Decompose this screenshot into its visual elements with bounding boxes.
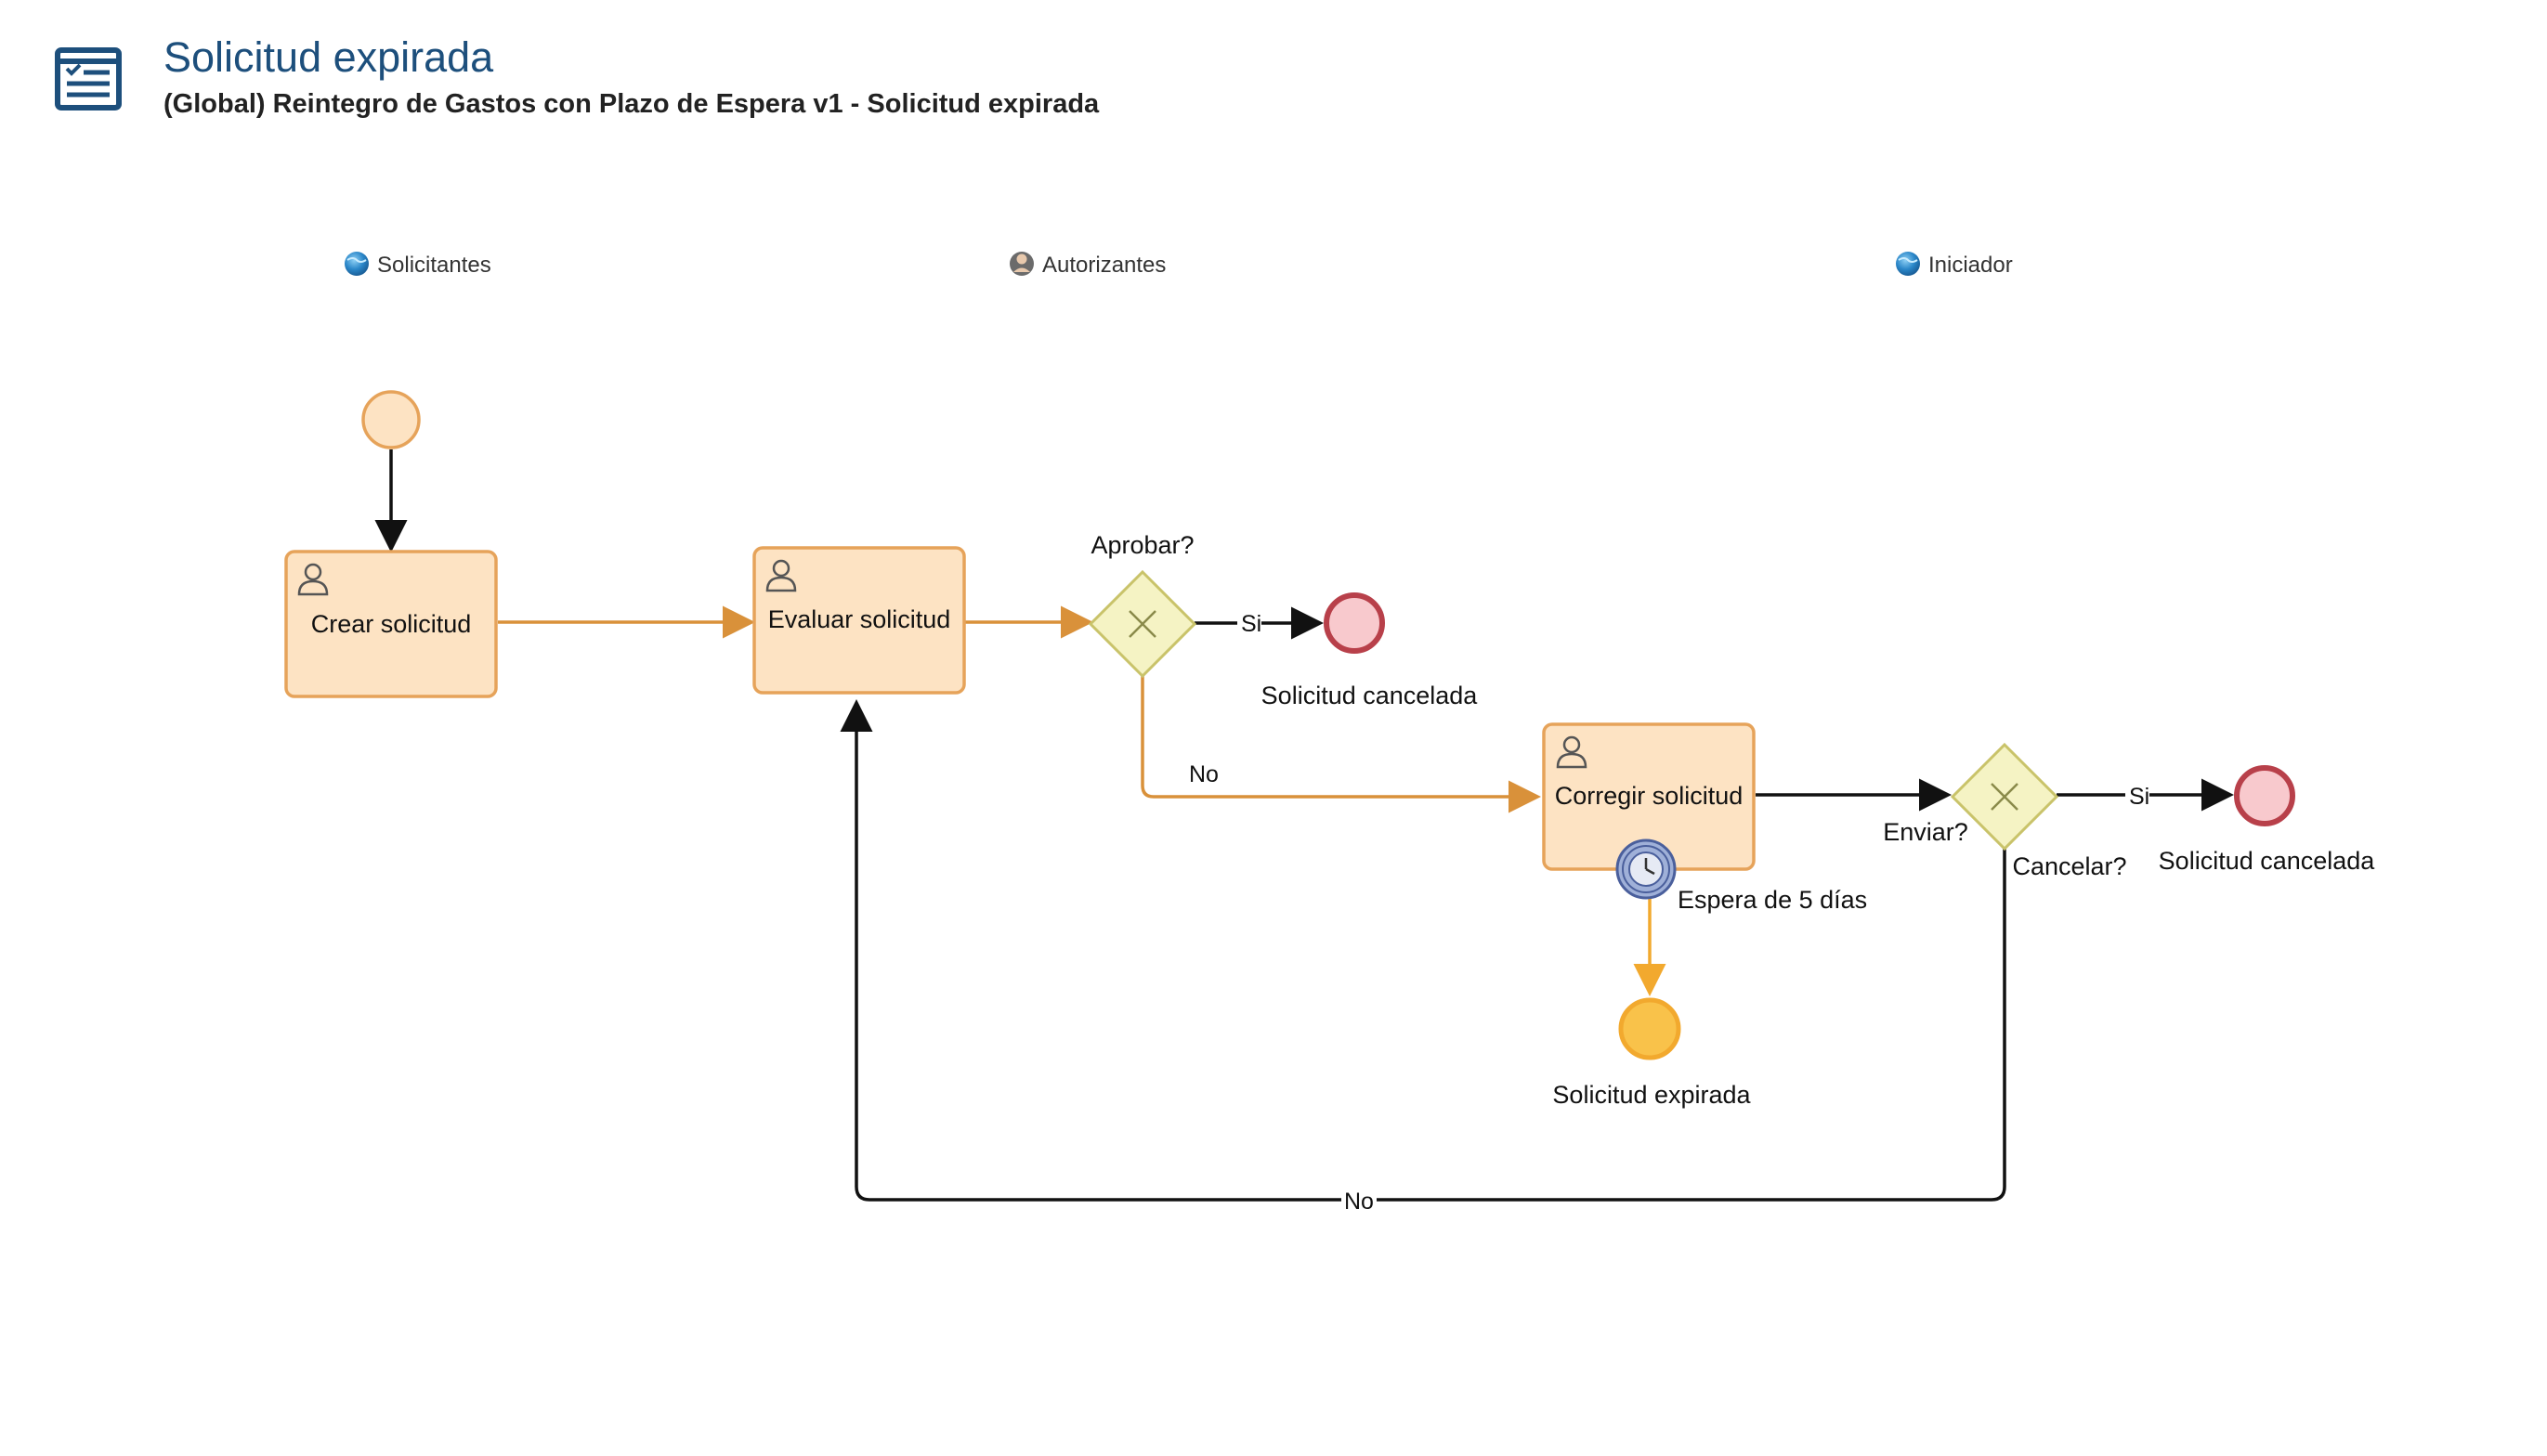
page-subtitle: (Global) Reintegro de Gastos con Plazo d… — [163, 89, 1100, 119]
event-label: Solicitud expirada — [1552, 1081, 1751, 1109]
user-task-icon — [297, 563, 329, 596]
user-task-icon — [1556, 735, 1587, 769]
lane-label: Autorizantes — [1042, 253, 1166, 278]
clock-icon — [1628, 852, 1664, 887]
task-label: Crear solicitud — [311, 610, 472, 638]
flow-label-cancelar-no: No — [1344, 1189, 1374, 1215]
task-corregir-solicitud[interactable]: Corregir solicitud — [1542, 722, 1756, 871]
flow-labels: Si No Si No — [1189, 607, 2149, 1215]
form-list-icon — [55, 47, 122, 110]
flow-label-aprobar-no: No — [1189, 761, 1219, 787]
page-title: Solicitud expirada — [163, 33, 494, 81]
gateway-cancelar[interactable]: Enviar? Cancelar? — [1883, 742, 2127, 880]
timer-boundary-event[interactable]: Espera de 5 días — [1615, 838, 1867, 914]
exclusive-x-icon — [1991, 783, 2018, 811]
end-event-cancelada-1[interactable]: Solicitud cancelada — [1261, 592, 1479, 709]
gateway-label: Aprobar? — [1091, 531, 1194, 559]
user-task-icon — [765, 559, 797, 592]
gateway-label-enviar: Enviar? — [1883, 818, 1968, 846]
start-event[interactable] — [361, 390, 421, 449]
exclusive-x-icon — [1129, 610, 1156, 638]
group-globe-icon — [345, 252, 369, 276]
flow-cancelar-no[interactable] — [840, 699, 2006, 1202]
user-avatar-icon — [1010, 252, 1034, 276]
lane-iniciador: Iniciador — [1896, 252, 2013, 278]
lane-solicitantes: Solicitantes — [345, 252, 491, 278]
end-event-expirada[interactable]: Solicitud expirada — [1552, 997, 1752, 1109]
gateway-label-cancelar: Cancelar? — [2012, 852, 2126, 880]
task-label: Evaluar solicitud — [768, 605, 951, 633]
task-crear-solicitud[interactable]: Crear solicitud — [284, 550, 498, 698]
flow-aprobar-no[interactable] — [1141, 676, 1541, 813]
flow-label-aprobar-si: Si — [1241, 611, 1261, 637]
task-label: Corregir solicitud — [1555, 782, 1744, 810]
end-event-cancelada-2[interactable]: Solicitud cancelada — [2159, 765, 2376, 875]
lane-label: Solicitantes — [377, 253, 491, 278]
task-evaluar-solicitud[interactable]: Evaluar solicitud — [752, 546, 966, 695]
timer-label: Espera de 5 días — [1678, 886, 1867, 914]
flow-label-cancelar-si: Si — [2129, 784, 2149, 810]
gateway-aprobar[interactable]: Aprobar? — [1088, 531, 1197, 679]
lane-label: Iniciador — [1928, 253, 2013, 278]
group-globe-icon — [1896, 252, 1920, 276]
page-header: Solicitud expirada (Global) Reintegro de… — [0, 0, 2547, 149]
event-label: Solicitud cancelada — [2159, 847, 2376, 875]
event-label: Solicitud cancelada — [1261, 682, 1479, 709]
lane-autorizantes: Autorizantes — [1010, 252, 1166, 278]
